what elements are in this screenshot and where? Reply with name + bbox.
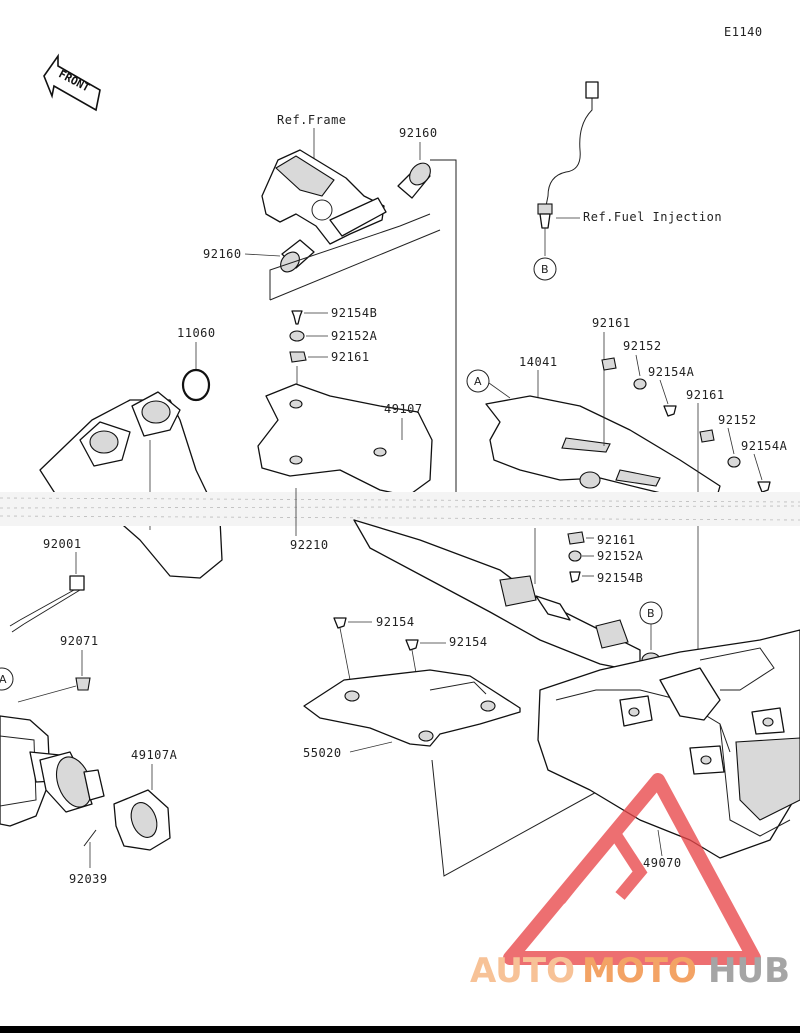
silencer-end-49107A: 49107A 92039 — [39, 748, 178, 886]
part-92071: 92071 — [60, 634, 99, 648]
part-92154B-top: 92154B — [331, 306, 377, 320]
bushing-92160-left — [280, 239, 315, 273]
part-92154-b: 92154 — [449, 635, 488, 649]
automotohub-logo-watermark: AUTO MOTO HUB — [470, 773, 790, 991]
hardware-stack-mid: 92161 92152A 92154B — [534, 528, 644, 585]
svg-text:B: B — [647, 607, 655, 620]
part-92161-r2: 92161 — [686, 388, 725, 402]
part-92161-mid: 92161 — [597, 533, 636, 547]
callout-a-left — [0, 667, 14, 691]
part-14041: 14041 — [519, 355, 558, 369]
part-92001: 92001 — [43, 537, 82, 551]
frame-bracket: Ref.Frame 92160 92160 — [203, 113, 457, 500]
callout-a-top — [466, 369, 490, 393]
part-92152A-top: 92152A — [331, 329, 378, 343]
scan-band — [0, 492, 800, 526]
part-92152-r2: 92152 — [718, 413, 757, 427]
muffler-49070: 49070 — [537, 629, 800, 870]
watermark-part2: MOTO — [582, 951, 697, 991]
part-92160-top: 92160 — [399, 126, 438, 140]
part-92154B-mid: 92154B — [597, 571, 643, 585]
ref-fuel-injection-label: Ref.Fuel Injection — [583, 210, 722, 224]
part-49107A: 49107A — [131, 748, 178, 762]
exhaust-header-pipe — [39, 391, 223, 579]
diagram-code: E1140 — [724, 25, 763, 39]
part-92161-r1: 92161 — [592, 316, 631, 330]
callout-b-top — [533, 257, 557, 281]
hardware-right-group-1: 92161 92152 92154A — [592, 316, 695, 446]
part-11060: 11060 — [177, 326, 216, 340]
part-92160-left: 92160 — [203, 247, 242, 261]
main-exhaust-pipe — [353, 519, 641, 673]
oxygen-sensor: Ref.Fuel Injection B — [533, 81, 722, 281]
watermark-part3: HUB — [708, 951, 790, 991]
part-49107: 49107 — [384, 402, 423, 416]
gasket-11060: 11060 — [177, 326, 216, 402]
hardware-stack-top: 92154B 92152A 92161 — [289, 306, 378, 400]
svg-text:A: A — [0, 673, 7, 686]
part-92210: 92210 — [290, 538, 329, 552]
heat-cover-14041: A 14041 — [466, 355, 721, 501]
part-92154A-r1: 92154A — [648, 365, 695, 379]
hardware-right-group-2: 92161 92152 92154A — [686, 388, 788, 660]
bolt-92001: 92001 — [9, 537, 85, 633]
part-92039: 92039 — [69, 872, 108, 886]
svg-text:B: B — [541, 263, 549, 276]
svg-text:A: A — [474, 375, 482, 388]
part-49070: 49070 — [643, 856, 682, 870]
bushing-92160-top — [397, 162, 431, 199]
part-92161-top: 92161 — [331, 350, 370, 364]
part-55020: 55020 — [303, 746, 342, 760]
part-92152A-mid: 92152A — [597, 549, 644, 563]
front-arrow-icon: FRONT — [43, 53, 101, 112]
clip-92071: 92071 A — [0, 634, 99, 703]
part-92152-r1: 92152 — [623, 339, 662, 353]
watermark-part1: AUTO — [470, 951, 575, 991]
ref-frame-label: Ref.Frame — [277, 113, 347, 127]
part-92154-a: 92154 — [376, 615, 415, 629]
cover-55020: 55020 — [303, 669, 601, 877]
heat-guard-49107: 49107 — [257, 383, 433, 497]
part-92154A-r2: 92154A — [741, 439, 788, 453]
bottom-bar — [0, 1026, 800, 1033]
